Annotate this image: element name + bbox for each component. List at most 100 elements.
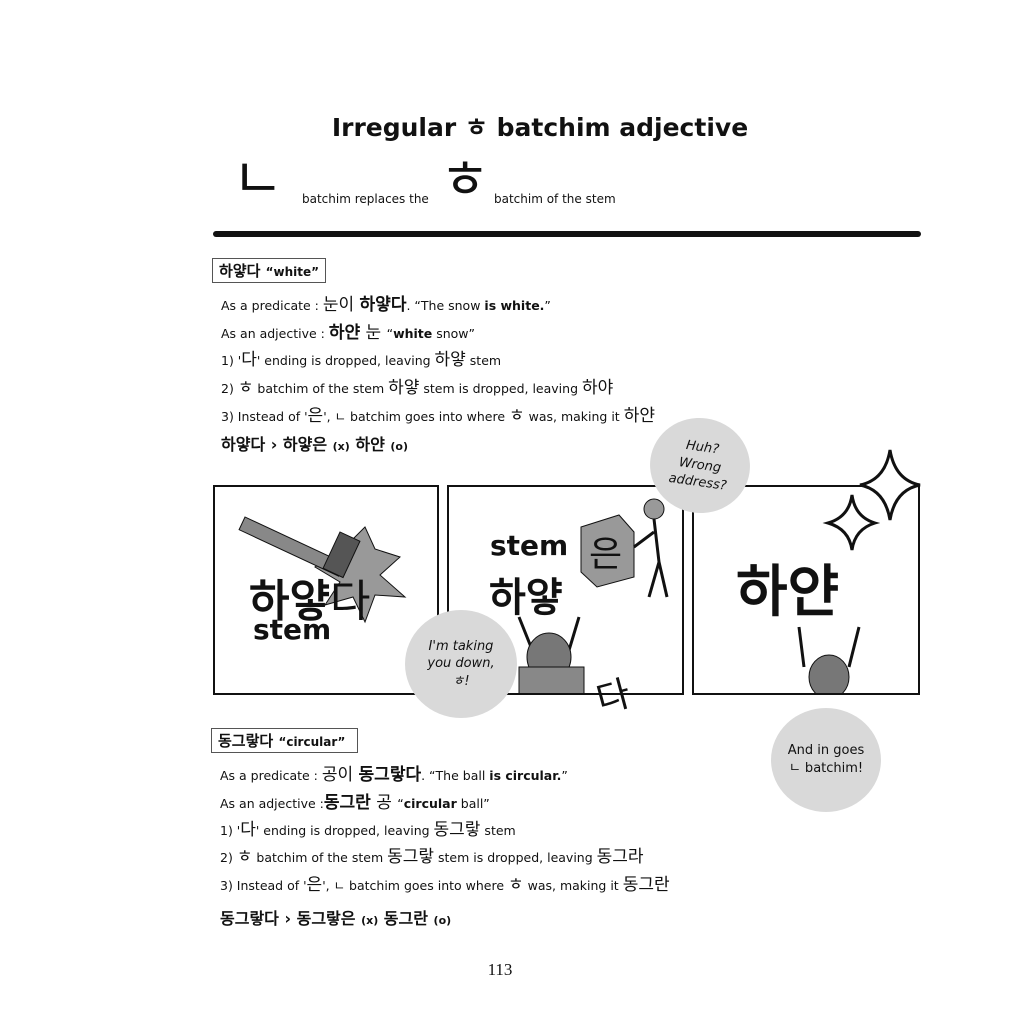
text-segment: ㅎ — [237, 378, 254, 398]
text-segment: 1) ' — [220, 823, 241, 838]
eun-block: 은 — [589, 534, 623, 575]
text-segment: (o) — [433, 914, 452, 927]
text-segment: 다 — [241, 350, 257, 370]
text-segment: snow” — [432, 326, 476, 341]
comic-panel-3: 하얀 — [692, 485, 920, 695]
step-2: 2) ㅎ batchim of the stem 동그랗 stem is dro… — [220, 842, 644, 867]
text-segment: stem — [480, 823, 516, 838]
text-segment: white — [393, 326, 433, 341]
step-3: 3) Instead of '은', ㄴ batchim goes into w… — [220, 870, 670, 895]
sparkle-icon — [822, 449, 921, 551]
text-segment: (o) — [390, 440, 408, 453]
text-segment: As an adjective : — [221, 326, 329, 341]
text-segment: As a predicate : — [220, 768, 322, 783]
word: 동그랗다 — [218, 732, 274, 750]
text-segment: 다 — [240, 820, 256, 840]
text-segment: ', ㄴ batchim goes into where — [323, 409, 509, 424]
text-segment: ” — [561, 768, 568, 783]
text-segment: is white. — [484, 298, 545, 313]
text-segment: 공이 — [321, 765, 359, 785]
word: 하얗다 — [219, 262, 261, 280]
word-box-white: 하얗다 “white” — [212, 258, 327, 283]
text-segment: 공 — [370, 793, 398, 813]
text-segment: stem is dropped, leaving — [434, 850, 597, 865]
predicate-line: As a predicate : 공이 동그랗다. “The ball is c… — [220, 760, 568, 785]
subtitle-text: batchim replaces the — [302, 192, 429, 206]
text-segment: “ — [397, 796, 404, 811]
adjective-line: As an adjective : 하얀 눈 “white snow” — [221, 318, 475, 343]
comic-panel-1: 하얗다 stem — [213, 485, 439, 695]
text-segment: As a predicate : — [221, 298, 323, 313]
stem-word: 하얗 — [249, 576, 330, 627]
stem-label: stem — [490, 529, 569, 562]
text-segment: was, making it — [523, 878, 623, 893]
text-segment: As an adjective : — [220, 796, 324, 811]
text-segment: 동그라 — [596, 847, 644, 867]
text-segment: 3) Instead of ' — [221, 409, 308, 424]
comic-panel-2: stem 하얗 은 — [447, 485, 684, 695]
summary: 하얗다 › 하얗은 (x) 하얀 (o) — [221, 431, 408, 455]
ending: 다 — [329, 576, 371, 627]
page-title: Irregular ㅎ batchim adjective — [331, 113, 749, 142]
text-segment: 동그란 — [622, 875, 670, 895]
text-segment: “ — [386, 326, 394, 341]
text-segment: ㅎ — [236, 847, 253, 867]
text-segment: 하얀 — [349, 435, 391, 454]
speech-bubble-goes: And in goes ㄴ batchim! — [771, 708, 881, 812]
text-segment: ' ending is dropped, leaving — [255, 823, 434, 838]
text-segment: 눈 — [360, 323, 387, 343]
text-segment: 동그란 — [378, 909, 434, 928]
step-1: 1) '다' ending is dropped, leaving 동그랗 st… — [220, 815, 516, 840]
step-3: 3) Instead of '은', ㄴ batchim goes into w… — [221, 401, 655, 426]
text-segment: . “The snow — [406, 298, 485, 313]
word-box-circular: 동그랗다 “circular” — [211, 728, 359, 753]
text-segment: 동그랗 — [387, 847, 435, 867]
text-segment: 하얗다 › 하얗은 — [221, 435, 333, 454]
text-segment: 하얗 — [434, 350, 466, 370]
text-segment: batchim of the stem — [253, 381, 389, 396]
text-segment: ㅎ — [508, 875, 524, 895]
text-segment: batchim of the stem — [252, 850, 388, 865]
stem-word: 하얗 — [489, 575, 563, 621]
subtitle-text-2: batchim of the stem — [494, 192, 616, 206]
hieut-glyph: ㅎ — [440, 148, 490, 211]
page-number: 113 — [487, 960, 513, 979]
text-segment: 동그란 — [323, 793, 371, 813]
text-segment: ” — [544, 298, 551, 313]
text-segment: 은 — [306, 875, 323, 895]
nieun-glyph: ㄴ — [232, 147, 284, 212]
figure-pushing-icon — [517, 498, 669, 693]
celebrating-figure-icon — [797, 626, 861, 693]
text-segment: stem is dropped, leaving — [419, 381, 582, 396]
result-word: 하얀 — [736, 560, 840, 625]
text-segment: ' ending is dropped, leaving — [256, 353, 435, 368]
text-segment: (x) — [361, 914, 379, 927]
text-segment: 하얗다 — [359, 295, 407, 315]
text-segment: ball” — [456, 796, 490, 811]
text-segment: 하야 — [582, 378, 614, 398]
text-segment: (x) — [332, 440, 350, 453]
text-segment: 하얀 — [623, 406, 655, 426]
text-segment: circular — [403, 796, 457, 811]
text-segment: 하얗 — [388, 378, 420, 398]
text-segment: 하얀 — [328, 323, 361, 343]
text-segment: 3) Instead of ' — [220, 878, 307, 893]
hammer-icon — [238, 516, 407, 624]
text-segment: 1) ' — [221, 353, 242, 368]
text-segment: 은 — [307, 406, 324, 426]
text-segment: 동그랗다 — [358, 765, 422, 785]
text-segment: 눈이 — [322, 295, 360, 315]
divider — [213, 231, 921, 237]
speech-bubble-taking: I'm taking you down, ㅎ! — [405, 610, 517, 718]
text-segment: ㅎ — [509, 406, 525, 426]
text-segment: 동그랗 — [433, 820, 481, 840]
text-segment: was, making it — [524, 409, 624, 424]
text-segment: . “The ball — [421, 768, 490, 783]
step-2: 2) ㅎ batchim of the stem 하얗 stem is drop… — [221, 373, 613, 398]
stem-label: stem — [253, 613, 332, 646]
text-segment: 2) — [221, 381, 238, 396]
step-1: 1) '다' ending is dropped, leaving 하얗 ste… — [221, 345, 501, 370]
text-segment: is circular. — [489, 768, 562, 783]
text-segment: 동그랗다 › 동그랗은 — [220, 909, 362, 928]
text-segment: 2) — [220, 850, 237, 865]
